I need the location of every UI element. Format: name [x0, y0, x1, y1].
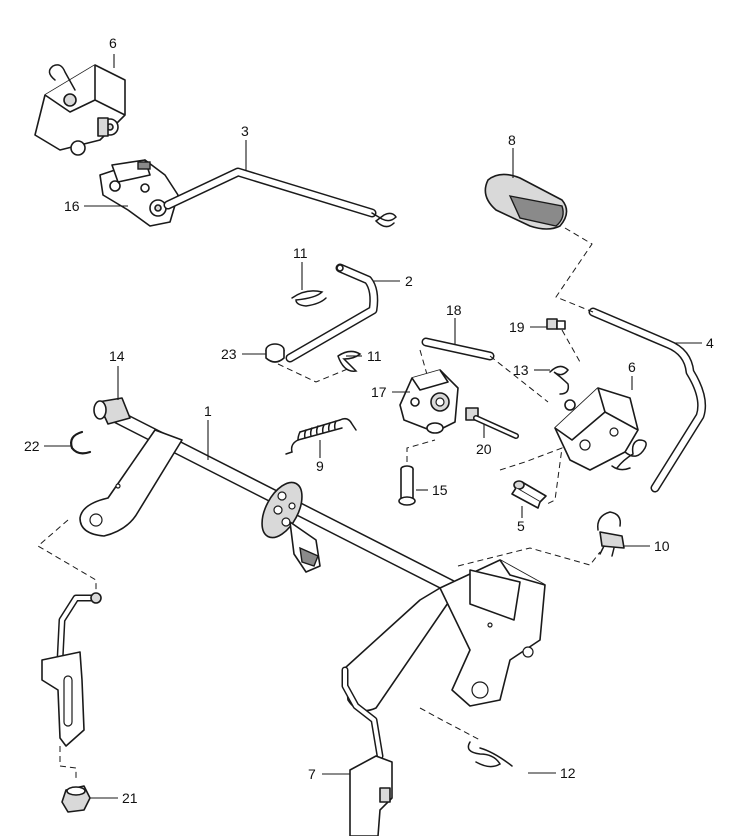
- callout-8: 8: [508, 132, 516, 148]
- callout-10: 10: [654, 538, 670, 554]
- callout-11-lower: 11: [367, 348, 382, 364]
- callout-17: 17: [371, 384, 387, 400]
- part-22-retaining-clip: [70, 430, 92, 455]
- callout-labels: 6 3 16 8 11 2 18 19 4 23 11 14 13 6 17 1…: [24, 35, 714, 806]
- callout-14: 14: [109, 348, 125, 364]
- part-19-small-bolt: [546, 318, 581, 363]
- part-13-clip: [549, 365, 570, 395]
- part-23-bushing: [265, 343, 351, 383]
- callout-15: 15: [432, 482, 448, 498]
- part-20-bolt: [465, 407, 519, 439]
- part-21-nut: [61, 785, 91, 813]
- callout-3: 3: [241, 123, 249, 139]
- callout-22: 22: [24, 438, 40, 454]
- part-2-bent-rod: [285, 263, 379, 363]
- callout-2: 2: [405, 273, 413, 289]
- part-10-spring-clip: [597, 511, 625, 557]
- callout-7: 7: [308, 766, 316, 782]
- callout-6-right: 6: [628, 359, 636, 375]
- part-18-pin: [419, 337, 549, 403]
- part-16-lever-bracket: [99, 159, 179, 227]
- part-9-spring: [285, 417, 357, 455]
- callout-9: 9: [316, 458, 324, 474]
- callout-5: 5: [517, 518, 525, 534]
- part-4-handle-rod: [555, 227, 707, 493]
- part-3-control-rod: [163, 167, 397, 228]
- callout-20: 20: [476, 441, 492, 457]
- callout-21: 21: [122, 790, 138, 806]
- part-7-lower-link: [341, 666, 393, 836]
- part-11-cotter-pin-upper: [291, 290, 327, 307]
- callout-23: 23: [221, 346, 237, 362]
- callout-18: 18: [446, 302, 462, 318]
- part-17-hinge-bracket: [399, 369, 459, 434]
- part-12-cotter-pin: [419, 707, 513, 768]
- callout-6-top: 6: [109, 35, 117, 51]
- part-11-cotter-pin-lower: [337, 350, 362, 372]
- part-15-clevis-pin: [398, 439, 436, 506]
- callout-19: 19: [509, 319, 525, 335]
- callout-11-upper: 11: [293, 245, 308, 261]
- callout-1: 1: [204, 403, 212, 419]
- callout-4: 4: [706, 335, 714, 351]
- part-8-handle-grip: [484, 173, 568, 230]
- callout-13: 13: [513, 362, 529, 378]
- part-1-main-shaft: [79, 397, 601, 712]
- leader-lines: [44, 54, 702, 799]
- callout-16: 16: [64, 198, 80, 214]
- part-6-right-bracket: [554, 387, 647, 471]
- callout-12: 12: [560, 765, 576, 781]
- part-6-upper-bracket: [34, 64, 126, 156]
- part-5-spacer-sleeve: [499, 447, 563, 509]
- left-link-assembly: [37, 519, 102, 778]
